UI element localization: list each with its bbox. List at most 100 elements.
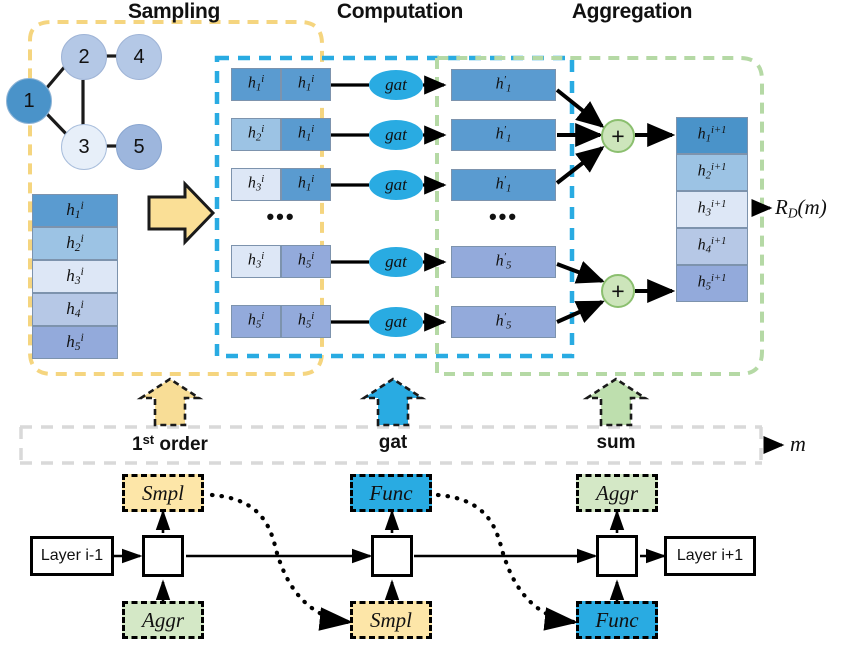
sum-node-bottom[interactable]: + xyxy=(601,274,635,308)
input-feature-stack: h1i h2i h3i h4i h5i xyxy=(32,194,118,359)
gat-ellipse-5[interactable]: gat xyxy=(369,307,423,337)
layer-junction-1[interactable] xyxy=(142,535,184,577)
choice-label-aggregation: sum xyxy=(596,432,636,453)
op-block-smpl-bottom[interactable]: Smpl xyxy=(350,601,432,639)
gat-label-1: gat xyxy=(385,75,407,94)
computation-pair-row[interactable]: h2i h1i xyxy=(231,118,331,151)
graph-node-3-label: 3 xyxy=(78,135,90,158)
pair-left-cell: h2i xyxy=(231,118,281,151)
cross-link-smpl-to-smpl xyxy=(209,492,354,631)
search-space-output-label: m xyxy=(790,431,806,456)
output-stack-row[interactable]: h4i+1 xyxy=(676,228,748,265)
computation-connectors xyxy=(331,75,447,332)
op-block-func-top[interactable]: Func xyxy=(350,474,432,512)
choice-arrow-sampling xyxy=(136,377,204,427)
input-stack-row-label-1: h1i xyxy=(66,199,84,221)
pair-left-cell: h3i xyxy=(231,168,281,201)
graph-node-5-label: 5 xyxy=(133,135,145,158)
graph-node-4-label: 4 xyxy=(133,45,145,68)
computation-pair-row[interactable]: h3i h5i xyxy=(231,245,331,278)
sum-node-top[interactable]: + xyxy=(601,119,635,153)
output-stack-row-label-3: h3i+1 xyxy=(697,199,727,219)
phase-title-aggregation: Aggregation xyxy=(571,0,693,23)
input-stack-row[interactable]: h1i xyxy=(32,194,118,227)
output-stack-row[interactable]: h2i+1 xyxy=(676,154,748,191)
pair-right-cell: h5i xyxy=(281,305,331,338)
cross-link-func-to-func xyxy=(435,492,579,631)
input-stack-row[interactable]: h3i xyxy=(32,260,118,293)
computation-ellipsis-left: ••• xyxy=(266,204,296,229)
layer-junction-3[interactable] xyxy=(596,535,638,577)
op-block-func-bottom[interactable]: Func xyxy=(576,601,658,639)
computation-output-cell-1[interactable]: h′1 xyxy=(451,69,556,101)
phase-title-sampling: Sampling xyxy=(127,0,221,23)
layer-output-box[interactable]: Layer i+1 xyxy=(664,536,756,576)
graph-node-4[interactable]: 4 xyxy=(116,34,162,80)
output-stack-row[interactable]: h1i+1 xyxy=(676,117,748,154)
pair-right-cell: h1i xyxy=(281,118,331,151)
pair-right-cell: h1i xyxy=(281,168,331,201)
op-block-aggr-bottom[interactable]: Aggr xyxy=(122,601,204,639)
input-stack-row-label-2: h2i xyxy=(66,232,84,254)
phase-title-computation: Computation xyxy=(336,0,464,23)
layer-junction-2[interactable] xyxy=(371,535,413,577)
computation-output-cell-3[interactable]: h′1 xyxy=(451,169,556,201)
sum-node-bottom-label: + xyxy=(611,277,625,304)
sum-node-top-label: + xyxy=(611,122,625,149)
computation-output-label-4: h′5 xyxy=(495,251,512,272)
aggregation-frame xyxy=(435,56,764,377)
choice-arrow-computation xyxy=(359,377,427,427)
input-stack-row[interactable]: h4i xyxy=(32,293,118,326)
graph-node-3[interactable]: 3 xyxy=(61,124,107,170)
gat-label-3: gat xyxy=(385,175,407,194)
output-stack-row-label-2: h2i+1 xyxy=(697,162,727,182)
output-stack-row-label-5: h5i+1 xyxy=(697,273,727,293)
computation-output-label-2: h′1 xyxy=(495,124,512,145)
gat-ellipse-1[interactable]: gat xyxy=(369,70,423,100)
output-stack-row-label-1: h1i+1 xyxy=(697,125,727,145)
output-stack-row[interactable]: h3i+1 xyxy=(676,191,748,228)
graph-node-2-label: 2 xyxy=(78,45,90,68)
input-stack-row[interactable]: h2i xyxy=(32,227,118,260)
computation-output-label-5: h′5 xyxy=(495,311,512,332)
pair-right-label-4: h5i xyxy=(297,251,315,271)
computation-output-cell-4[interactable]: h′5 xyxy=(451,246,556,278)
input-stack-row-label-5: h5i xyxy=(66,331,84,353)
pair-right-cell: h1i xyxy=(281,68,331,101)
layer-input-box[interactable]: Layer i-1 xyxy=(30,536,114,576)
input-stack-row[interactable]: h5i xyxy=(32,326,118,359)
pair-right-label-2: h1i xyxy=(297,124,315,144)
graph-node-1[interactable]: 1 xyxy=(6,78,52,124)
graph-node-2[interactable]: 2 xyxy=(61,34,107,80)
pair-left-cell: h1i xyxy=(231,68,281,101)
computation-output-cell-5[interactable]: h′5 xyxy=(451,306,556,338)
gat-ellipse-2[interactable]: gat xyxy=(369,120,423,150)
computation-pair-row[interactable]: h1i h1i xyxy=(231,68,331,101)
pair-left-label-2: h2i xyxy=(247,124,265,144)
pair-right-cell: h5i xyxy=(281,245,331,278)
computation-output-cell-2[interactable]: h′1 xyxy=(451,119,556,151)
output-stack-row-label-4: h4i+1 xyxy=(697,236,727,256)
cross-link-curves xyxy=(209,492,579,631)
graph-node-1-label: 1 xyxy=(23,89,35,112)
gat-label-4: gat xyxy=(385,252,407,271)
gat-ellipse-4[interactable]: gat xyxy=(369,247,423,277)
output-feature-stack: h1i+1 h2i+1 h3i+1 h4i+1 h5i+1 xyxy=(676,117,748,302)
pair-left-cell: h3i xyxy=(231,245,281,278)
op-block-smpl-top[interactable]: Smpl xyxy=(122,474,204,512)
computation-ellipsis-right: ••• xyxy=(488,204,519,229)
op-block-aggr-top[interactable]: Aggr xyxy=(576,474,658,512)
pair-left-cell: h5i xyxy=(231,305,281,338)
computation-pair-row[interactable]: h3i h1i xyxy=(231,168,331,201)
pair-left-label-4: h3i xyxy=(247,251,265,271)
computation-pair-row[interactable]: h5i h5i xyxy=(231,305,331,338)
gat-ellipse-3[interactable]: gat xyxy=(369,170,423,200)
search-space-strip xyxy=(19,425,785,465)
gat-label-2: gat xyxy=(385,125,407,144)
output-stack-row[interactable]: h5i+1 xyxy=(676,265,748,302)
graph-node-5[interactable]: 5 xyxy=(116,124,162,170)
choice-up-arrows xyxy=(136,377,650,427)
sampling-to-computation-arrow xyxy=(147,180,216,246)
